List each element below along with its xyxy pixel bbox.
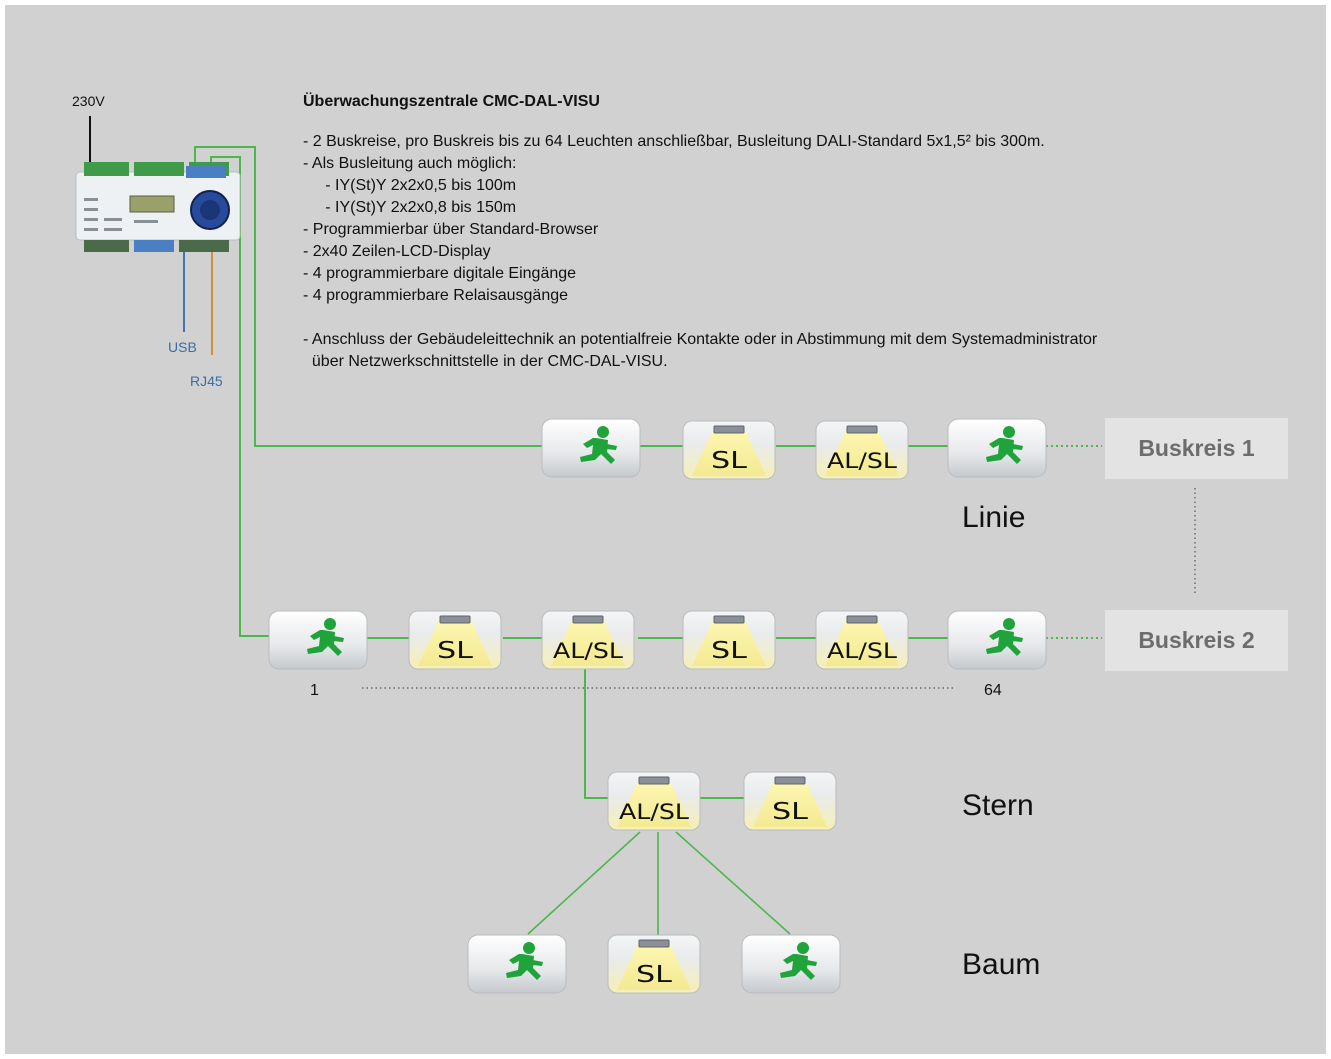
sl-luminaire: SL [408,610,502,670]
exit-sign-luminaire [268,610,368,670]
luminaire-type-label: SL [772,799,808,825]
alsl-luminaire: AL/SL [607,771,701,831]
description-line: - Als Busleitung auch möglich: [303,153,1097,175]
description-line: über Netzwerkschnittstelle in der CMC-DA… [303,351,1097,373]
sl-luminaire: SL [743,771,837,831]
first-luminaire-number: 1 [310,682,319,700]
description-line: - IY(St)Y 2x2x0,5 bis 100m [303,175,1097,197]
luminaire-type-label: SL [437,638,473,664]
luminaire-type-label: SL [711,638,747,664]
buskreis-2-box: Buskreis 2 [1105,610,1288,671]
buskreis-1-box: Buskreis 1 [1105,418,1288,479]
topology-stern-label: Stern [962,789,1034,823]
sl-luminaire: SL [607,934,701,994]
description-line: - 2x40 Zeilen-LCD-Display [303,241,1097,263]
sl-luminaire: SL [682,420,776,480]
description-line: - 4 programmierbare digitale Eingänge [303,263,1097,285]
luminaire-type-label: SL [636,962,672,988]
description-line: - Anschluss der Gebäudeleittechnik an po… [303,329,1097,351]
topology-linie-label: Linie [962,501,1025,535]
description-line: - 2 Buskreise, pro Buskreis bis zu 64 Le… [303,131,1097,153]
alsl-luminaire: AL/SL [541,610,635,670]
power-label: 230V [72,93,105,109]
exit-sign-luminaire [741,934,841,994]
luminaire-type-label: AL/SL [827,639,897,663]
controller-device [74,160,244,260]
luminaire-type-label: SL [711,448,747,474]
sl-luminaire: SL [682,610,776,670]
usb-label: USB [168,339,197,355]
description-line: - 4 programmierbare Relaisausgänge [303,285,1097,307]
rj45-label: RJ45 [190,373,223,389]
luminaire-type-label: AL/SL [553,639,623,663]
description-line: - Programmierbar über Standard-Browser [303,219,1097,241]
description-title: Überwachungszentrale CMC-DAL-VISU [303,91,1097,113]
alsl-luminaire: AL/SL [815,610,909,670]
exit-sign-luminaire [541,418,641,478]
topology-baum-label: Baum [962,948,1040,982]
exit-sign-luminaire [947,418,1047,478]
luminaire-type-label: AL/SL [619,800,689,824]
alsl-luminaire: AL/SL [815,420,909,480]
last-luminaire-number: 64 [984,682,1002,700]
exit-sign-luminaire [467,934,567,994]
description-line: - IY(St)Y 2x2x0,8 bis 150m [303,197,1097,219]
luminaire-type-label: AL/SL [827,449,897,473]
exit-sign-luminaire [947,610,1047,670]
controller-description: Überwachungszentrale CMC-DAL-VISU - 2 Bu… [303,91,1097,373]
